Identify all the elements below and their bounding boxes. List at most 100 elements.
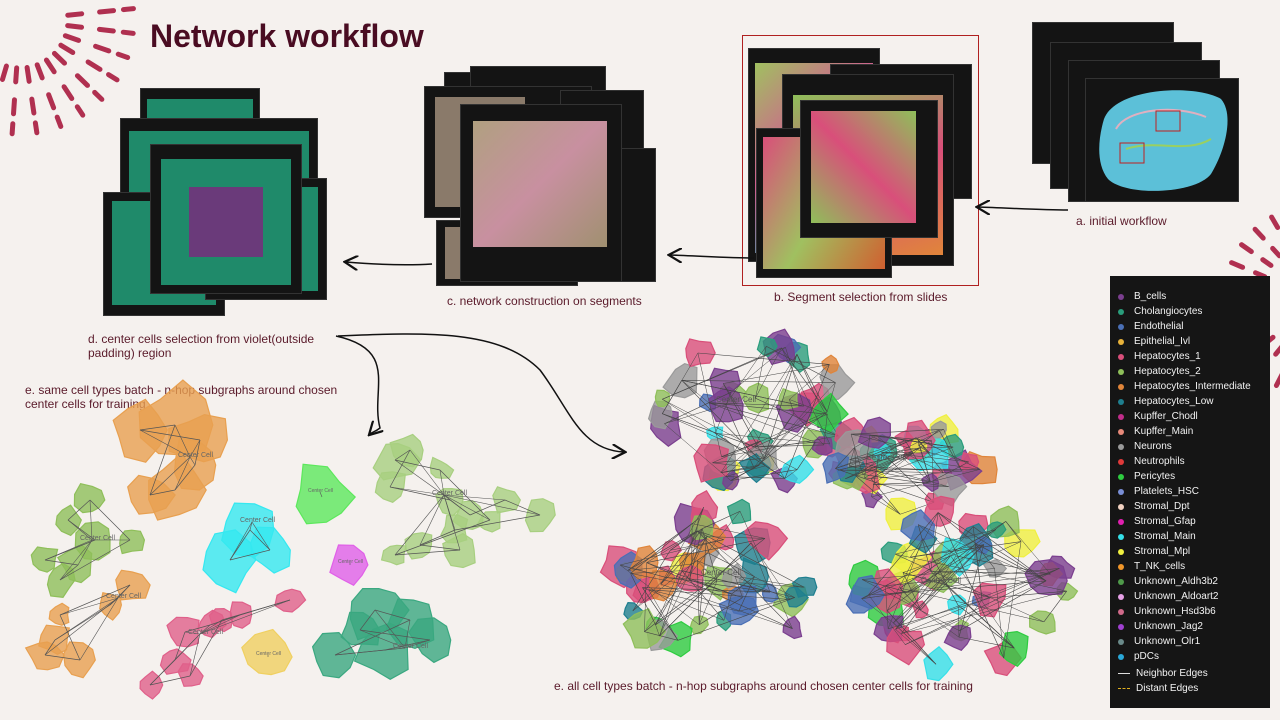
neighbor-edge <box>876 435 954 448</box>
legend-label: Unknown_Aldoart2 <box>1134 591 1219 602</box>
neighbor-edge <box>646 538 766 563</box>
cell-blob <box>1045 555 1076 579</box>
neighbor-edge <box>44 539 96 561</box>
neighbor-edge <box>901 579 942 634</box>
neighbor-edge <box>887 610 937 665</box>
neighbor-edge <box>708 402 804 407</box>
neighbor-edge <box>720 464 760 474</box>
cell-blob <box>208 607 234 633</box>
neighbor-edge <box>632 550 671 612</box>
neighbor-edge <box>915 437 931 454</box>
cell-blob <box>650 404 682 447</box>
cell-blob <box>685 338 716 368</box>
legend-marker-icon <box>1118 563 1124 570</box>
legend-label: Stromal_Dpt <box>1134 501 1190 512</box>
neighbor-edge <box>149 659 176 686</box>
neighbor-edge <box>1043 590 1067 623</box>
neighbor-edge <box>893 526 974 624</box>
neighbor-edge <box>918 445 930 454</box>
cell-blob <box>115 569 151 601</box>
cell-blob <box>892 579 919 608</box>
cell-blob <box>708 456 741 492</box>
cell-blob <box>784 586 810 608</box>
neighbor-edge <box>950 555 1015 649</box>
neighbor-edge <box>895 629 937 665</box>
neighbor-edge <box>662 413 755 448</box>
neighbor-edge <box>221 599 291 621</box>
legend-item: T_NK_cells <box>1118 559 1185 574</box>
neighbor-edge <box>696 560 700 625</box>
neighbor-edge <box>739 511 793 629</box>
cell-blob <box>690 507 710 530</box>
cell-blob <box>716 611 732 632</box>
neighbor-edge <box>754 413 828 448</box>
cell-blob <box>930 420 947 439</box>
neighbor-edge <box>174 633 201 661</box>
legend-item: Stromal_Main <box>1118 529 1196 544</box>
neighbor-edge <box>646 528 703 563</box>
neighbor-edge <box>738 576 755 612</box>
neighbor-edge <box>59 584 131 616</box>
neighbor-edge <box>826 382 836 412</box>
cell-blob <box>880 541 908 564</box>
cell-blob <box>744 521 789 561</box>
cell-blob <box>702 453 736 492</box>
cell-blob <box>673 502 716 546</box>
neighbor-edge <box>895 568 1060 630</box>
neighbor-edge <box>67 519 96 541</box>
neighbor-edge <box>689 528 703 580</box>
neighbor-edge <box>754 442 816 448</box>
cell-blob <box>385 598 435 650</box>
neighbor-edge <box>646 562 793 629</box>
legend-label: Kupffer_Chodl <box>1134 411 1198 422</box>
neighbor-edge <box>627 530 698 571</box>
legend-marker-icon <box>1118 428 1124 435</box>
neighbor-edge <box>920 544 985 611</box>
neighbor-edge <box>900 502 934 515</box>
cell-blob <box>819 420 859 453</box>
neighbor-edge <box>184 624 211 633</box>
cell-blob <box>623 601 644 620</box>
cell-blob <box>802 429 829 459</box>
cell-blob <box>931 538 968 570</box>
neighbor-edge <box>394 549 461 556</box>
cell-blob <box>873 568 904 599</box>
legend-label: Stromal_Main <box>1134 531 1196 542</box>
legend-label: Endothelial <box>1134 321 1184 332</box>
neighbor-edge <box>734 576 743 598</box>
cell-blob <box>933 473 968 507</box>
neighbor-edge <box>648 589 739 612</box>
neighbor-edge <box>920 543 976 610</box>
cell-blob <box>819 364 856 402</box>
neighbor-edge <box>907 526 974 593</box>
neighbor-edge <box>648 589 790 600</box>
cell-blob <box>864 475 882 495</box>
neighbor-edge <box>845 452 914 480</box>
step-d-caption: d. center cells selection from violet(ou… <box>88 332 315 360</box>
legend-item: Stromal_Dpt <box>1118 499 1190 514</box>
neighbor-edge <box>816 397 839 437</box>
cell-blob <box>662 362 698 399</box>
neighbor-edge <box>698 580 718 625</box>
neighbor-edge <box>869 435 944 474</box>
cell-blob <box>855 467 873 491</box>
neighbor-edge <box>681 380 766 467</box>
cell-blob <box>762 328 796 365</box>
cell-blob <box>873 441 892 460</box>
neighbor-edge <box>648 589 679 641</box>
neighbor-edge <box>904 439 954 448</box>
neighbor-edge <box>59 564 79 581</box>
legend-marker-icon <box>1118 458 1124 465</box>
step-a-caption: a. initial workflow <box>1076 214 1167 228</box>
neighbor-edge <box>789 399 828 415</box>
neighbor-edge <box>630 573 732 595</box>
legend-marker-icon <box>1118 413 1124 420</box>
neighbor-edge <box>715 392 732 434</box>
neighbor-edge <box>79 597 119 661</box>
center-cell-label: Center Cell <box>240 517 275 524</box>
cell-blob <box>706 426 724 441</box>
neighbor-edge <box>697 352 830 365</box>
neighbor-edge <box>642 587 679 641</box>
neighbor-edge <box>239 599 291 616</box>
neighbor-edge <box>873 484 949 487</box>
